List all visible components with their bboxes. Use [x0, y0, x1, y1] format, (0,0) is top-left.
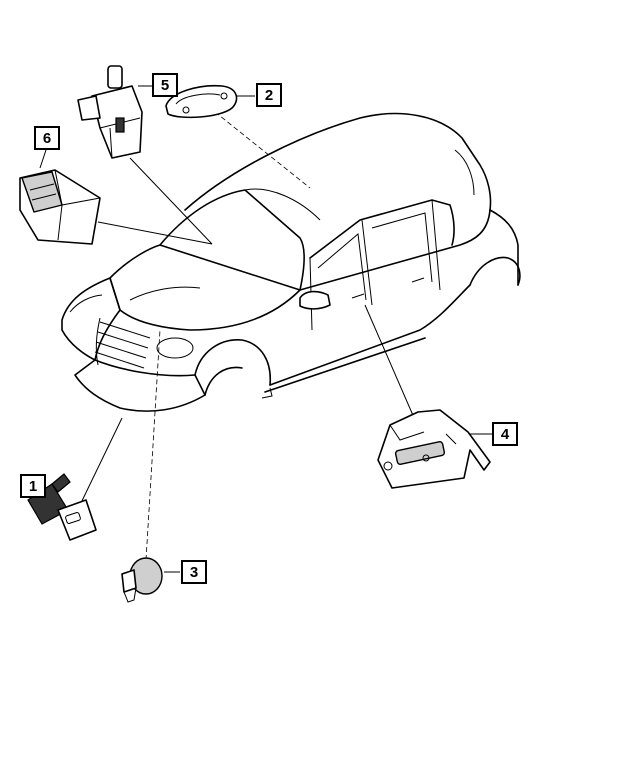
callout-2: 2: [256, 83, 282, 107]
callout-6: 6: [34, 126, 60, 150]
callout-4: 4: [492, 422, 518, 446]
callout-3: 3: [181, 560, 207, 584]
control-module-icon: [19, 169, 101, 245]
horn-button-icon: [121, 557, 163, 603]
mounting-bracket-icon: [377, 409, 491, 489]
callout-5: 5: [152, 73, 178, 97]
callout-1: 1: [20, 474, 46, 498]
roof-gasket-icon: [165, 84, 238, 119]
vehicle-body: [61, 112, 521, 412]
sensor-switch-icon: [77, 65, 143, 159]
leader-lines: [39, 85, 492, 573]
